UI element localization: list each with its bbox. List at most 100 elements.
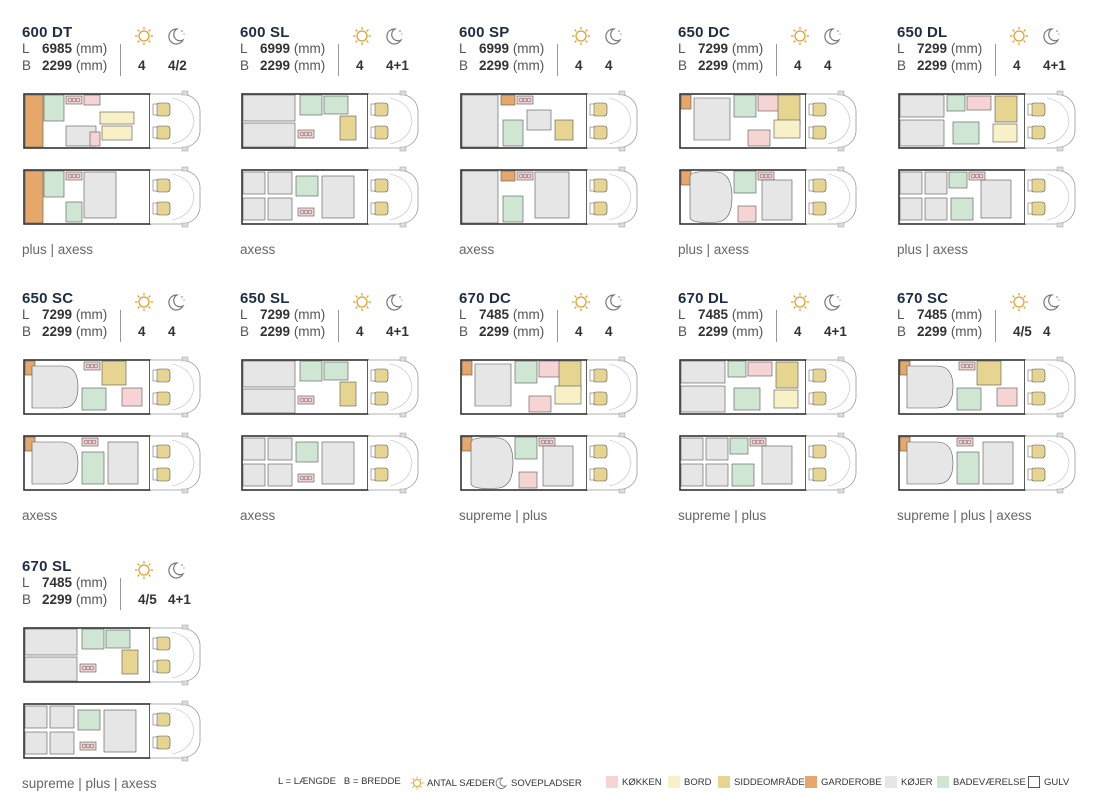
bed-count: 4 (168, 324, 176, 339)
legend-item-label: KØKKEN (622, 776, 662, 788)
model-variants: axess (22, 508, 58, 523)
legend-item-label: GARDEROBE (821, 776, 882, 788)
seat-count: 4 (575, 324, 583, 339)
floorplan-upper (898, 90, 1076, 152)
moon-icon (166, 560, 186, 580)
model-name: 670 DL (678, 290, 729, 307)
bed-count: 4/2 (168, 58, 187, 73)
model-variants: plus | axess (678, 242, 750, 257)
bed-count: 4 (824, 58, 832, 73)
divider (776, 44, 777, 76)
floorplan-upper (679, 90, 857, 152)
model-variants: supreme | plus | axess (897, 508, 1032, 523)
floorplan-lower (23, 432, 201, 494)
legend-item: KØJER (885, 776, 933, 788)
floorplan-lower (241, 432, 419, 494)
seat-count: 4 (794, 58, 802, 73)
legend-seats: ANTAL SÆDER (410, 776, 495, 790)
legend-item: BORD (668, 776, 711, 788)
seat-count: 4 (794, 324, 802, 339)
moon-icon (822, 292, 842, 312)
model-variants: axess (240, 508, 276, 523)
sun-icon (1009, 26, 1029, 46)
floorplan-upper (241, 356, 419, 418)
divider (338, 44, 339, 76)
sun-icon (790, 26, 810, 46)
legend-item: KØKKEN (606, 776, 662, 788)
floorplan-lower (898, 166, 1076, 228)
model-variants: plus | axess (897, 242, 969, 257)
divider (776, 310, 777, 342)
floorplan-lower (23, 700, 201, 762)
legend-item: BADEVÆRELSE (937, 776, 1026, 788)
legend-dimensions: L = LÆNGDE B = BREDDE (278, 776, 401, 787)
seat-count: 4 (356, 58, 364, 73)
floorplan-upper (23, 624, 201, 686)
seat-count: 4 (356, 324, 364, 339)
model-variants: supreme | plus | axess (22, 776, 157, 791)
divider (995, 310, 996, 342)
legend-seats-label: ANTAL SÆDER (427, 777, 496, 789)
legend-item: GULV (1028, 776, 1069, 788)
moon-icon (495, 777, 507, 789)
legend-item-label: GULV (1044, 776, 1070, 788)
bed-count: 4 (605, 324, 613, 339)
model-variants: supreme | plus (678, 508, 767, 523)
floorplan-lower (898, 432, 1076, 494)
legend-item: GARDEROBE (805, 776, 882, 788)
model-name: 600 DT (22, 24, 73, 41)
divider (557, 310, 558, 342)
floorplan-lower (460, 432, 638, 494)
legend-item-label: SIDDEOMRÅDE (734, 776, 805, 788)
sun-icon (352, 292, 372, 312)
bed-count: 4+1 (168, 592, 191, 607)
floorplan-lower (679, 166, 857, 228)
legend-item-label: BORD (684, 776, 712, 788)
sun-icon (352, 26, 372, 46)
legend-swatch (1028, 776, 1040, 788)
moon-icon (384, 26, 404, 46)
legend-swatch (668, 776, 680, 788)
seat-count: 4/5 (138, 592, 157, 607)
floorplan-lower (679, 432, 857, 494)
moon-icon (166, 26, 186, 46)
bed-count: 4+1 (386, 324, 409, 339)
sun-icon (134, 560, 154, 580)
floorplan-upper (23, 356, 201, 418)
moon-icon (822, 26, 842, 46)
bed-count: 4+1 (386, 58, 409, 73)
divider (120, 578, 121, 610)
floorplan-upper (23, 90, 201, 152)
divider (120, 310, 121, 342)
legend-beds-label: SOVEPLADSER (511, 777, 582, 789)
legend-swatch (937, 776, 949, 788)
model-name: 670 SC (897, 290, 949, 307)
seat-count: 4 (1013, 58, 1021, 73)
legend-swatch (606, 776, 618, 788)
floorplan-upper (679, 356, 857, 418)
model-name: 670 SL (22, 558, 72, 575)
model-name: 650 DL (897, 24, 948, 41)
legend-item-label: BADEVÆRELSE (953, 776, 1026, 788)
floorplan-upper (460, 90, 638, 152)
